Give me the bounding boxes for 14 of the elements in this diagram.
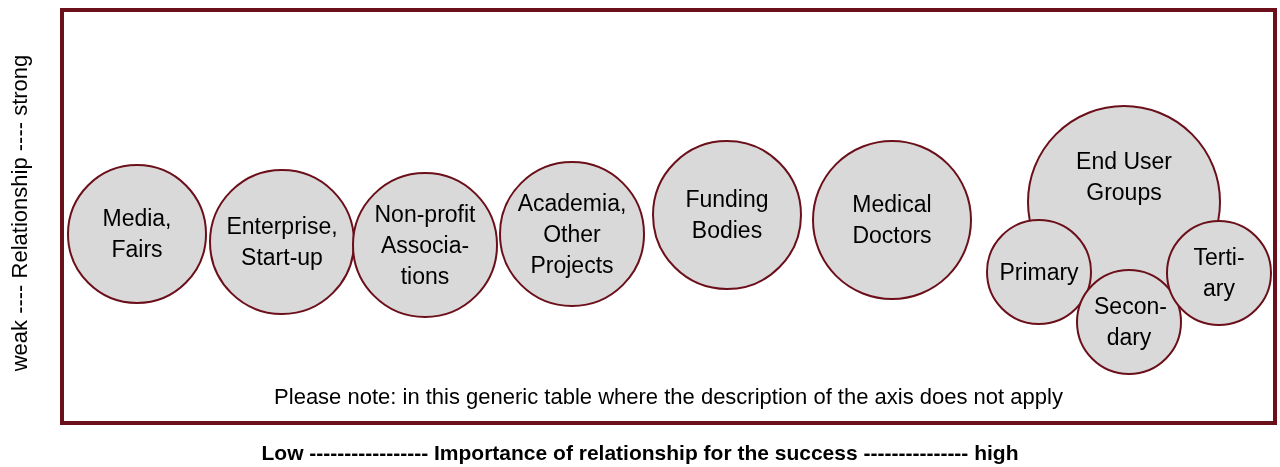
note-text: Please note: in this generic table where the description of the axis does not apply <box>273 384 1064 410</box>
axis-label: weak ---- Relationship ---- strong <box>7 53 33 374</box>
bubble-label: Non-profit Associa- tions <box>373 199 477 291</box>
bubble-label: Primary <box>998 257 1080 287</box>
axis-label: Low ----------------- Importance of relationship for the success --------------- high <box>260 441 1020 465</box>
bubble-label: Academia, Other Projects <box>516 188 628 280</box>
bubble-label: Media, Fairs <box>101 204 173 264</box>
bubble-label: End User Groups <box>1075 147 1173 207</box>
bubble-label: Terti- ary <box>1192 243 1246 303</box>
bubble-label: Funding Bodies <box>684 185 770 245</box>
bubble-label: Enterprise, Start-up <box>225 212 339 272</box>
bubble-label: Medical Doctors <box>851 190 933 250</box>
bubble-label: Secon- dary <box>1094 292 1164 352</box>
chart-frame <box>60 8 1277 425</box>
